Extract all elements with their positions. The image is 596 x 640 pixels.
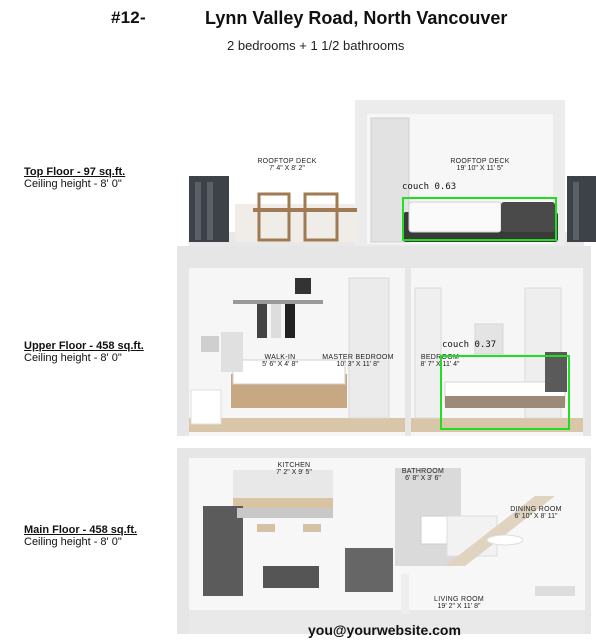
- floor-ceiling: Ceiling height - 8' 0": [24, 352, 122, 364]
- floor-title: Top Floor - 97 sq.ft.: [24, 166, 126, 178]
- floor-ceiling: Ceiling height - 8' 0": [24, 178, 122, 190]
- room-bathroom: BATHROOM 6' 8" X 3' 6": [394, 468, 452, 482]
- detection-label: couch 0.63: [402, 182, 457, 192]
- property-address: Lynn Valley Road, North Vancouver: [205, 8, 508, 28]
- room-kitchen: KITCHEN 7' 2" X 9' 5": [264, 462, 324, 476]
- room-dimensions: 7' 2" X 9' 5": [276, 469, 312, 476]
- room-name: LIVING ROOM: [434, 596, 484, 603]
- room-dimensions: 6' 10" X 8' 11": [514, 513, 558, 520]
- room-living-room: LIVING ROOM 19' 2" X 11' 8": [426, 596, 492, 610]
- floor-ceiling: Ceiling height - 8' 0": [24, 536, 122, 548]
- top-floor-section: [189, 100, 596, 248]
- room-master-bedroom: MASTER BEDROOM 10' 3" X 11' 8": [320, 354, 396, 368]
- room-name: ROOFTOP DECK: [450, 158, 510, 165]
- unit-number: #12-: [111, 8, 146, 27]
- detection-box: [440, 355, 570, 430]
- room-dimensions: 7' 4" X 8' 2": [269, 165, 305, 172]
- upper-floor-section: [177, 246, 591, 436]
- floor-label-main: Main Floor - 458 sq.ft. Ceiling height -…: [24, 524, 137, 548]
- floor-label-upper: Upper Floor - 458 sq.ft. Ceiling height …: [24, 340, 144, 364]
- room-dimensions: 19' 2" X 11' 8": [437, 603, 481, 610]
- room-bedroom: BEDROOM 8' 7" X 11' 4": [414, 354, 466, 368]
- floor-label-top: Top Floor - 97 sq.ft. Ceiling height - 8…: [24, 166, 125, 190]
- website-link[interactable]: you@yourwebsite.com: [308, 622, 461, 638]
- room-rooftop-deck-left: ROOFTOP DECK 7' 4" X 8' 2": [250, 158, 324, 172]
- room-name: ROOFTOP DECK: [257, 158, 317, 165]
- property-subtitle: 2 bedrooms + 1 1/2 bathrooms: [227, 38, 405, 53]
- room-name: MASTER BEDROOM: [322, 354, 394, 361]
- room-dimensions: 6' 8" X 3' 6": [405, 475, 441, 482]
- detection-label: couch 0.37: [442, 340, 497, 350]
- room-dimensions: 8' 7" X 11' 4": [420, 361, 460, 368]
- room-dining-room: DINING ROOM 6' 10" X 8' 11": [504, 506, 568, 520]
- floor-title: Upper Floor - 458 sq.ft.: [24, 340, 144, 352]
- detection-box: [402, 197, 557, 241]
- room-name: DINING ROOM: [510, 506, 562, 513]
- room-dimensions: 10' 3" X 11' 8": [336, 361, 380, 368]
- room-name: KITCHEN: [277, 462, 311, 469]
- room-walk-in: WALK-IN 5' 6" X 4' 8": [252, 354, 308, 368]
- floor-plan-illustration: [177, 100, 596, 634]
- floor-title: Main Floor - 458 sq.ft.: [24, 524, 138, 536]
- room-dimensions: 5' 6" X 4' 8": [262, 361, 298, 368]
- room-rooftop-deck-right: ROOFTOP DECK 19' 10" X 11' 5": [440, 158, 520, 172]
- room-name: BATHROOM: [401, 468, 445, 475]
- room-name: BEDROOM: [420, 354, 460, 361]
- room-dimensions: 19' 10" X 11' 5": [456, 165, 504, 172]
- room-name: WALK-IN: [264, 354, 296, 361]
- main-floor-section: [177, 448, 591, 634]
